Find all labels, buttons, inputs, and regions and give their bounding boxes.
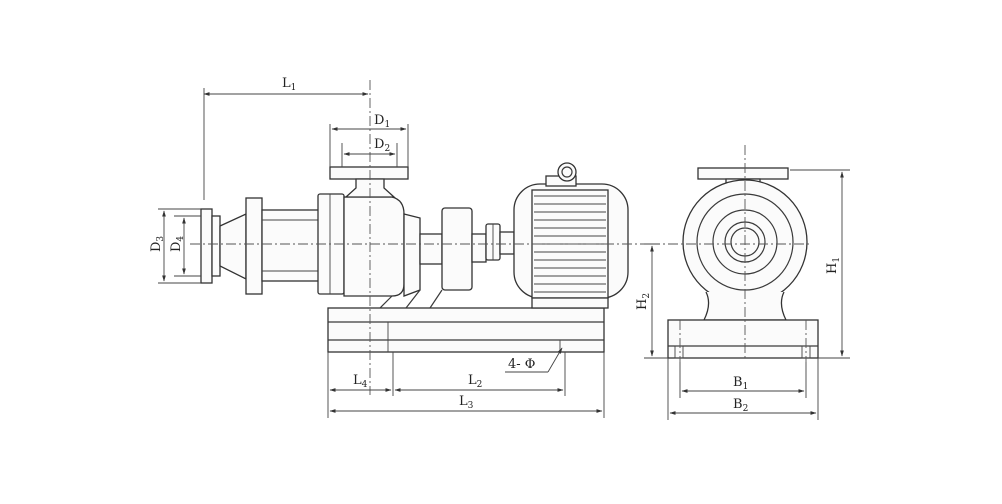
discharge-nozzle: [329, 166, 409, 198]
dim-H1: H1: [790, 169, 850, 359]
reducer-flange: [245, 197, 263, 295]
bearing-housing: [419, 207, 515, 309]
label-holes: 4- Φ: [508, 357, 535, 372]
dim-L3: L3: [329, 352, 605, 418]
label-l3: L3: [459, 394, 474, 411]
dim-D3: D3: [149, 208, 201, 284]
dim-L2: L2: [394, 352, 566, 396]
label-b2: B2: [733, 397, 748, 414]
label-d4: D4: [169, 236, 186, 252]
side-view: L1 D1 D2 D3 D4: [149, 76, 650, 418]
dim-B2: B2: [667, 358, 819, 420]
dim-B1: B1: [679, 362, 807, 398]
label-l1: L1: [282, 76, 296, 93]
inlet-reducer: [219, 212, 247, 281]
mounting-holes-callout: 4- Φ: [505, 347, 563, 373]
dim-D4: D4: [169, 215, 201, 277]
label-h1: H1: [825, 257, 842, 274]
label-d2: D2: [374, 137, 390, 154]
end-view-discharge-flange: [697, 167, 789, 180]
inlet-flange: [200, 208, 221, 284]
suction-pipe: [261, 209, 321, 282]
dim-H2: H2: [635, 243, 668, 359]
base-frame: [327, 307, 605, 353]
motor: [513, 162, 629, 309]
pump-casing: [343, 196, 421, 309]
label-l2: L2: [468, 373, 482, 390]
end-view: H1 H2 B1 B2: [635, 145, 850, 420]
dim-D1: D1: [329, 113, 409, 167]
end-view-base: [667, 319, 819, 359]
label-l4: L4: [353, 373, 368, 390]
dim-L4: L4: [327, 352, 394, 418]
dim-D2: D2: [341, 137, 398, 167]
label-h2: H2: [635, 293, 652, 310]
dim-L1: L1: [203, 76, 369, 200]
label-b1: B1: [733, 375, 748, 392]
label-d1: D1: [374, 113, 390, 130]
label-d3: D3: [149, 236, 166, 252]
